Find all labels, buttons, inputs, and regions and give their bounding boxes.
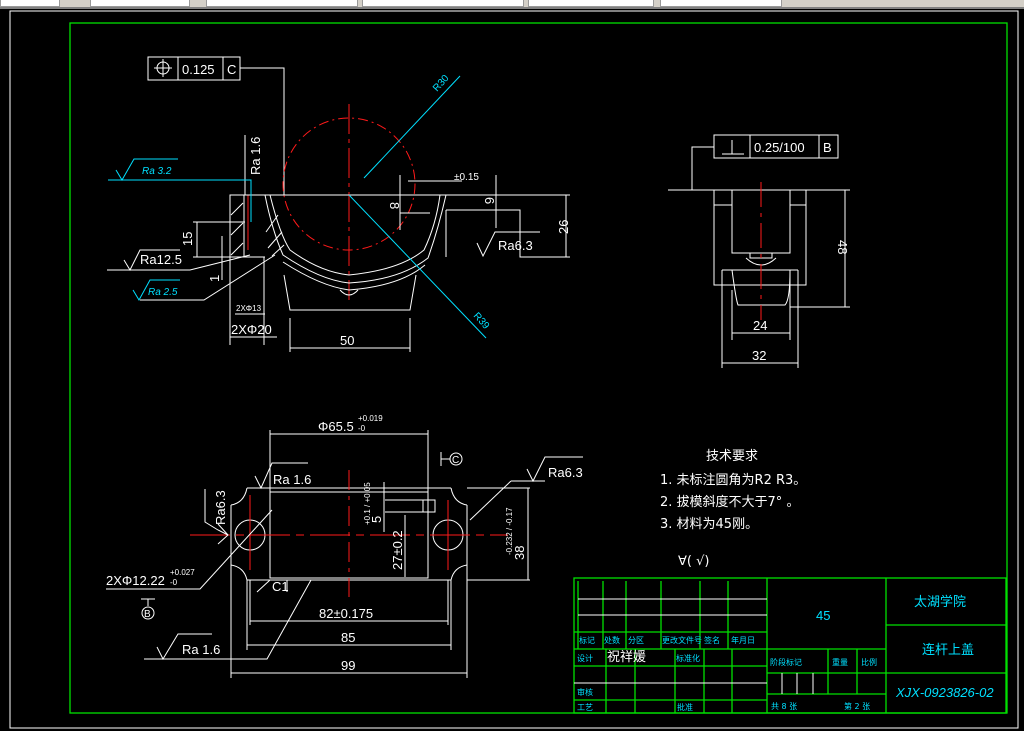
toolbar-field[interactable] [660, 0, 782, 7]
ra-cyan-1: Ra 3.2 [142, 166, 172, 177]
section-hatching [230, 202, 285, 257]
title-block: 标记 处数 分区 更改文件号 签名 年月日 设计 祝祥媛 标准化 审核 工艺 批… [573, 577, 1007, 714]
roughness-icon [132, 279, 180, 302]
roughness-icon [156, 633, 212, 661]
stage-mark-label: 阶段标记 [770, 657, 802, 667]
sheet-border [9, 10, 1019, 729]
dim-bore-tol-upper: +0.019 [358, 414, 383, 423]
process-label: 工艺 [577, 703, 593, 712]
tech-req-item-3: 3. 材料为45刚。 [660, 517, 758, 532]
drawing-frame [69, 22, 1008, 714]
front-view: 0.125 C 50 2XΦ13 2XΦ20 15 [107, 56, 571, 352]
dim-50: 50 [340, 333, 354, 348]
ra-bottom: Ra 1.6 [182, 642, 220, 657]
scale-label: 比例 [861, 657, 877, 667]
tech-req-title: 技术要求 [706, 449, 758, 464]
toolbar-field[interactable] [0, 0, 60, 7]
dim-6: 6 [482, 197, 497, 204]
datum-b: B [144, 609, 151, 620]
toolbar-field[interactable] [362, 0, 524, 7]
roughness-note-symbols: ∀( √) [678, 554, 709, 569]
dim-32: 32 [752, 348, 766, 363]
datum-b-symbol [141, 606, 155, 620]
ra-left-top-view: Ra6.3 [213, 490, 228, 525]
header-change-doc: 更改文件号 [662, 635, 702, 645]
dim-27: 27±0.2 [390, 530, 405, 570]
dim-82: 82±0.175 [319, 606, 373, 621]
sheet-number: 第 2 张 [844, 701, 870, 711]
toolbar-field[interactable] [206, 0, 358, 7]
roughness-icon [476, 231, 540, 258]
position-tolerance-datum: C [227, 62, 236, 77]
roughness-icon [217, 523, 229, 545]
tech-req-item-1: 1. 未标注圆角为R2 R3。 [660, 473, 806, 488]
chamfer-c1: C1 [272, 579, 289, 594]
part-name: 连杆上盖 [922, 642, 974, 658]
perpendicularity-value: 0.25/100 [754, 140, 805, 155]
roughness-icon [254, 462, 308, 490]
dim-bore-tol-lower: -0 [358, 424, 366, 433]
header-date: 年月日 [731, 635, 755, 645]
designer-label: 设计 [577, 653, 593, 663]
dim-8: 8 [387, 202, 402, 209]
header-mark: 标记 [579, 635, 595, 645]
ra-left: Ra12.5 [140, 252, 182, 267]
ra-cyan-2: Ra 2.5 [148, 287, 178, 298]
dim-85: 85 [341, 630, 355, 645]
dim-plus-minus-015: ±0.15 [454, 172, 479, 183]
drawing-number: XJX-0923826-02 [895, 685, 994, 700]
dim-15: 15 [180, 232, 195, 246]
dim-5: 5 [369, 516, 384, 523]
total-sheets: 共 8 张 [771, 702, 797, 711]
dim-bore: Φ65.5 [318, 419, 354, 434]
dim-holes: 2XΦ12.22 [106, 573, 165, 588]
material: 45 [816, 608, 830, 623]
designer-name: 祝祥媛 [607, 650, 646, 665]
dim-99: 99 [341, 658, 355, 673]
top-view: Φ65.5 +0.019 -0 C 82±0.175 85 99 38 -0.2… [106, 414, 583, 678]
r39-label: R39 [471, 311, 492, 332]
dim-26: 26 [556, 220, 571, 234]
side-view: 0.25/100 B 48 24 32 [668, 134, 850, 368]
dim-hole-small: 2XΦ13 [236, 304, 262, 313]
header-count: 处数 [604, 635, 620, 645]
tech-req-item-2: 2. 拔模斜度不大于7° 。 [660, 494, 799, 510]
header-zone: 分区 [628, 636, 644, 645]
dim-holes-tol-upper: +0.027 [170, 568, 195, 577]
ra-top-view: Ra 1.6 [273, 472, 311, 487]
dim-hole-large: 2XΦ20 [231, 322, 272, 337]
toolbar [0, 0, 1024, 9]
r30-label: R30 [431, 73, 452, 94]
dim-48: 48 [835, 240, 850, 254]
perpendicularity-datum: B [823, 140, 832, 155]
position-tolerance-value: 0.125 [182, 62, 215, 77]
perpendicularity-icon [722, 140, 744, 155]
toolbar-field[interactable] [528, 0, 654, 7]
datum-c-symbol [449, 452, 463, 466]
standardization-label: 标准化 [676, 653, 700, 663]
roughness-icon [123, 249, 180, 272]
position-icon [154, 59, 172, 77]
technical-requirements: 技术要求 1. 未标注圆角为R2 R3。 2. 拔模斜度不大于7° 。 3. 材… [660, 449, 806, 569]
dim-38-tol: -0.232 / -0.17 [505, 507, 514, 555]
dim-24: 24 [753, 318, 767, 333]
dim-5-tol: +0.1 / +0.05 [363, 482, 372, 525]
header-signature: 签名 [704, 635, 720, 645]
datum-c: C [452, 455, 459, 466]
roughness-icon [115, 158, 178, 181]
approve-label: 批准 [677, 702, 693, 712]
weight-label: 重量 [832, 657, 848, 667]
school-name: 太湖学院 [914, 594, 966, 610]
ra-top: Ra 1.6 [248, 137, 263, 175]
toolbar-field[interactable] [90, 0, 190, 7]
ra-right-top-view: Ra6.3 [548, 465, 583, 480]
review-label: 审核 [577, 687, 593, 697]
dim-1: 1 [207, 275, 222, 282]
roughness-icon [526, 456, 583, 483]
ra-right: Ra6.3 [498, 238, 533, 253]
dim-38: 38 [512, 546, 527, 560]
dim-holes-tol-lower: -0 [170, 578, 178, 587]
